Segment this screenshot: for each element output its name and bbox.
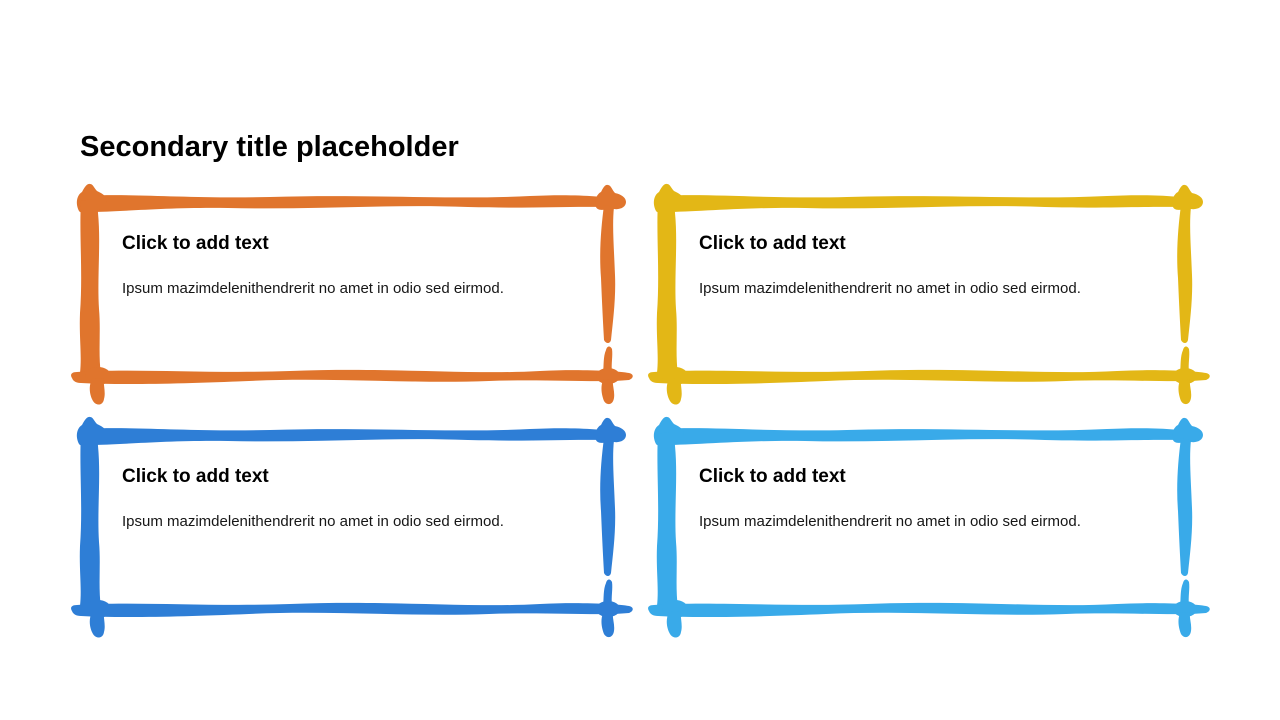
text-box-blue[interactable]: Click to add text Ipsum mazimdelenithend… xyxy=(70,416,635,638)
box-body-text[interactable]: Ipsum mazimdelenithendrerit no amet in o… xyxy=(699,512,1081,530)
slide-title[interactable]: Secondary title placeholder xyxy=(80,131,459,163)
box-content: Click to add text Ipsum mazimdelenithend… xyxy=(122,233,587,299)
box-body-text[interactable]: Ipsum mazimdelenithendrerit no amet in o… xyxy=(122,279,504,297)
box-heading-placeholder[interactable]: Click to add text xyxy=(122,233,269,254)
box-body-text[interactable]: Ipsum mazimdelenithendrerit no amet in o… xyxy=(699,279,1081,297)
box-body-text[interactable]: Ipsum mazimdelenithendrerit no amet in o… xyxy=(122,512,504,530)
box-content: Click to add text Ipsum mazimdelenithend… xyxy=(122,466,587,532)
box-content: Click to add text Ipsum mazimdelenithend… xyxy=(699,233,1164,299)
box-heading-placeholder[interactable]: Click to add text xyxy=(699,233,846,254)
box-heading-placeholder[interactable]: Click to add text xyxy=(699,466,846,487)
text-box-orange[interactable]: Click to add text Ipsum mazimdelenithend… xyxy=(70,183,635,405)
text-box-light-blue[interactable]: Click to add text Ipsum mazimdelenithend… xyxy=(647,416,1212,638)
box-content: Click to add text Ipsum mazimdelenithend… xyxy=(699,466,1164,532)
text-box-grid: Click to add text Ipsum mazimdelenithend… xyxy=(70,183,1212,638)
box-heading-placeholder[interactable]: Click to add text xyxy=(122,466,269,487)
text-box-gold[interactable]: Click to add text Ipsum mazimdelenithend… xyxy=(647,183,1212,405)
